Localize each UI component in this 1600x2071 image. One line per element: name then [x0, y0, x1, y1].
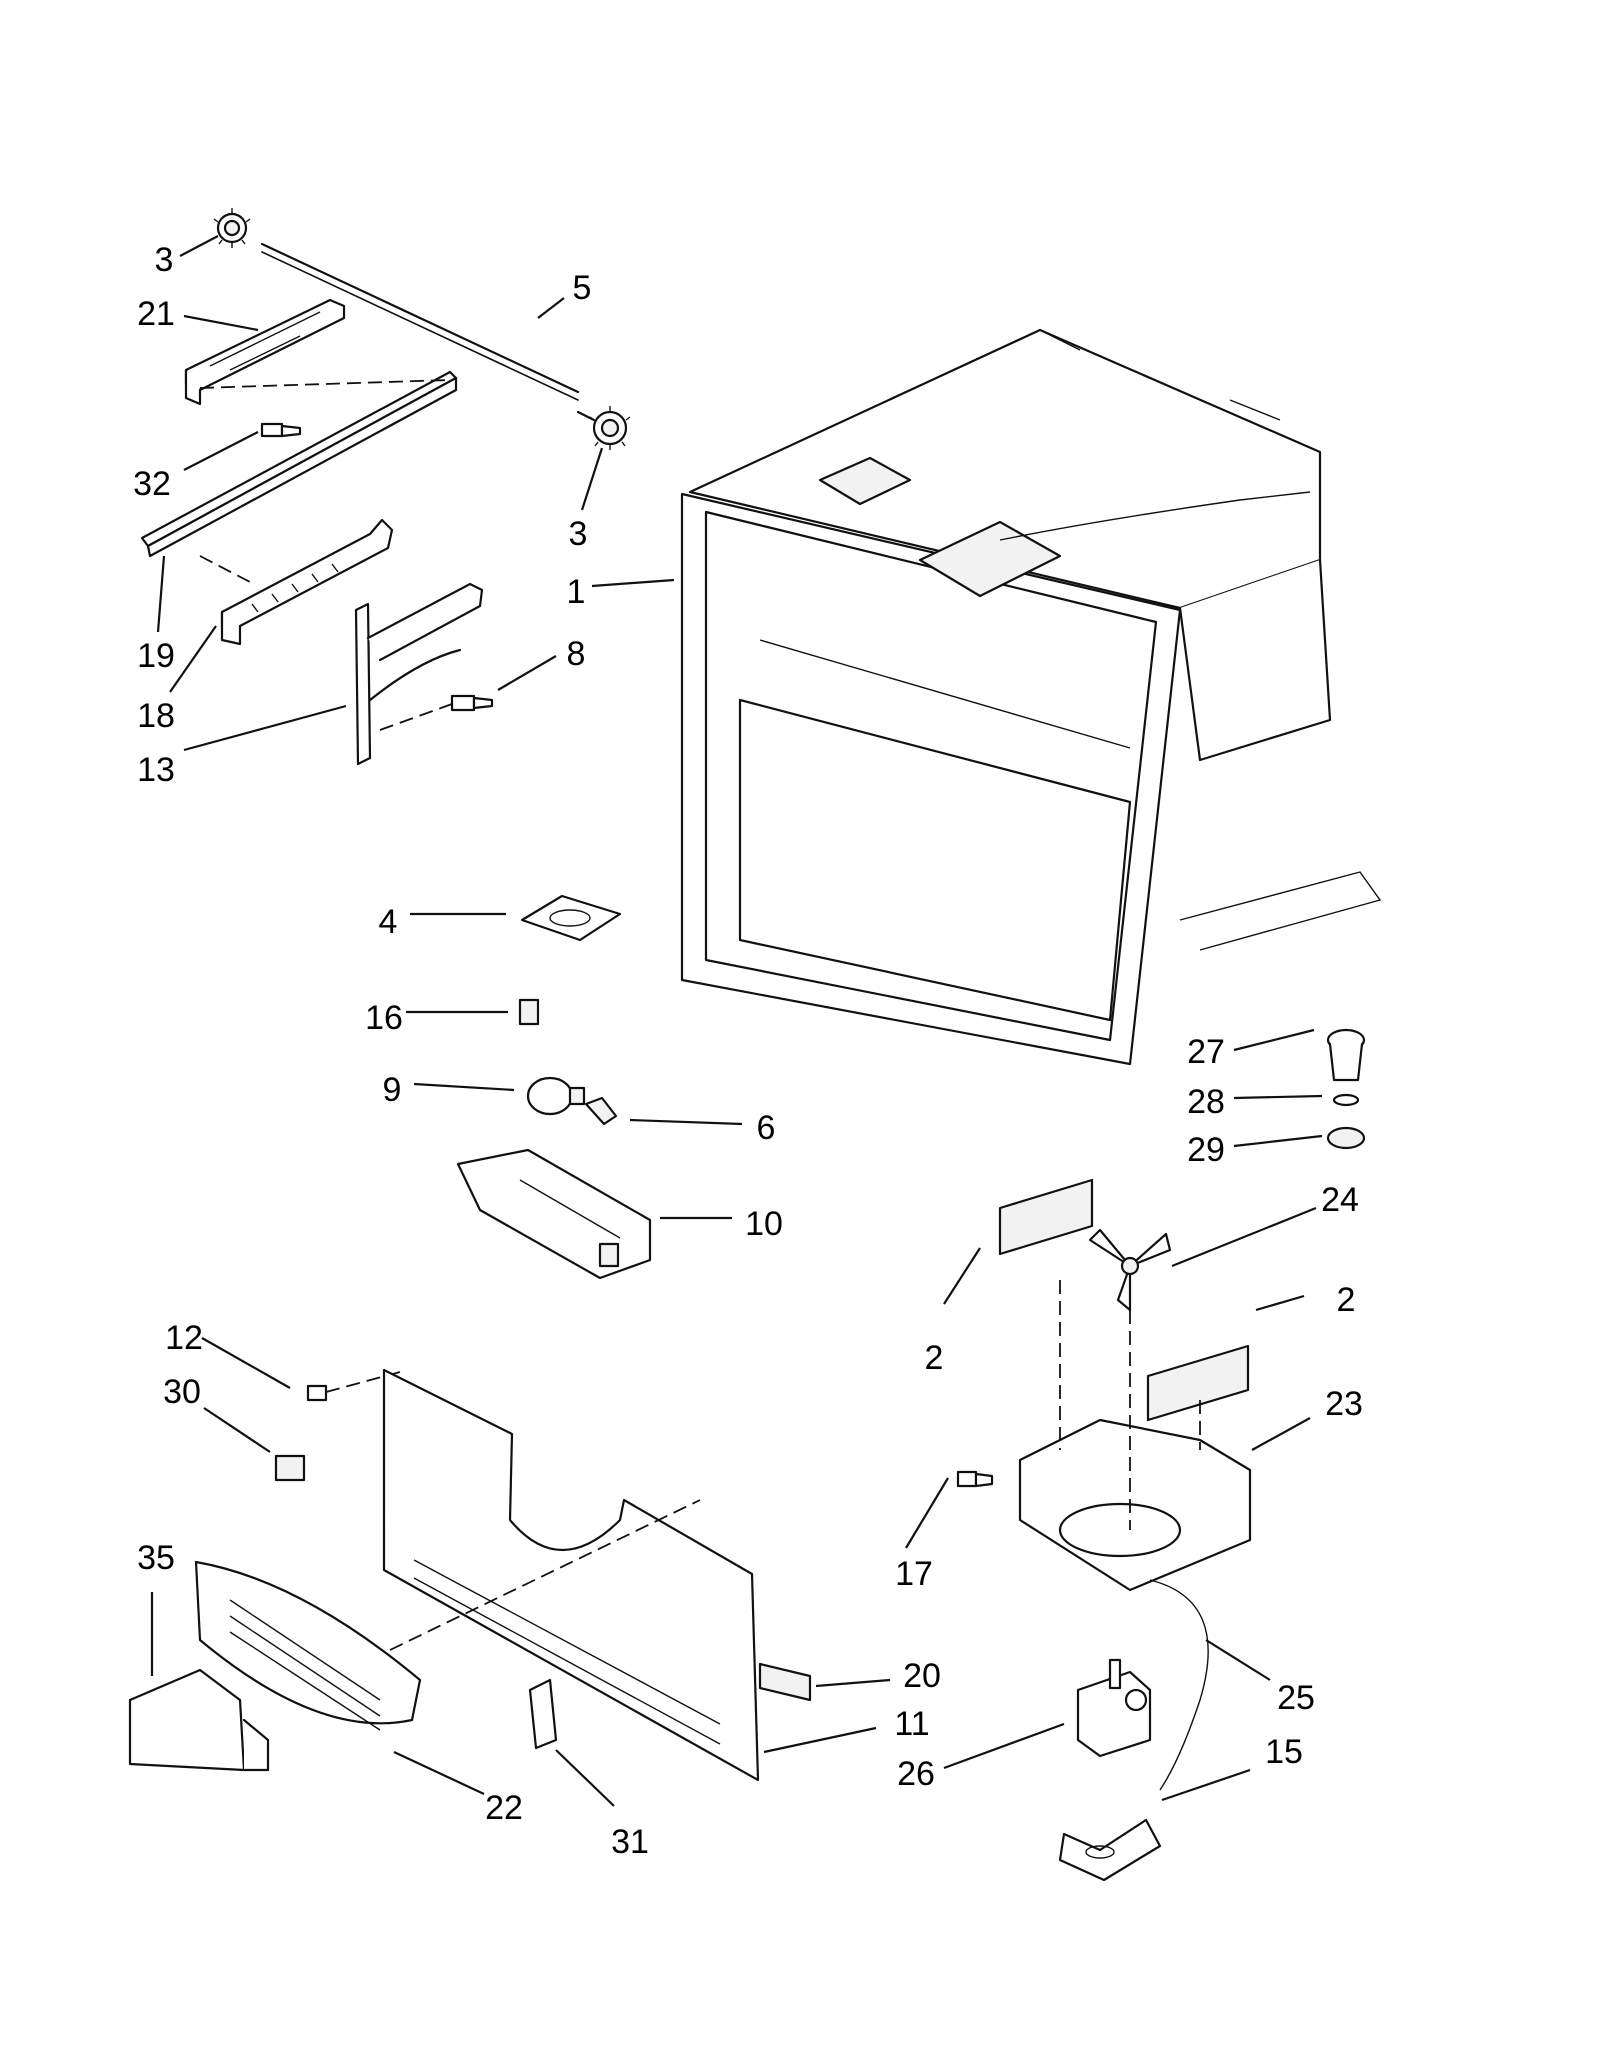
callout-1: 1	[567, 573, 586, 611]
clip-part	[528, 1678, 558, 1750]
callout-17: 17	[895, 1555, 933, 1593]
gear-second-part	[576, 406, 631, 450]
callout-labels: 3 21 5 32 3 19 1 18 8 13 4 16 9 6 10 27 …	[133, 241, 1363, 1861]
callout-2-right: 2	[1337, 1281, 1356, 1319]
wire-harness-part	[1149, 1579, 1209, 1791]
callout-21: 21	[137, 295, 175, 333]
gear-top-part	[213, 208, 251, 248]
callout-19: 19	[137, 637, 175, 675]
switch-part	[518, 998, 540, 1026]
callout-8: 8	[567, 635, 586, 673]
screw-32-part	[260, 422, 302, 438]
callout-18: 18	[137, 697, 175, 735]
light-housing-part	[456, 1148, 652, 1280]
foam-strip-part	[758, 1662, 812, 1702]
socket-part	[584, 1096, 618, 1126]
callout-15: 15	[1265, 1733, 1303, 1771]
motor-bracket-part	[1058, 1818, 1162, 1882]
callout-27: 27	[1187, 1033, 1225, 1071]
insulation-upper-part	[998, 1178, 1094, 1256]
leader-lines	[150, 235, 1323, 1807]
rail-cover-part	[199, 518, 394, 646]
callout-23: 23	[1325, 1385, 1363, 1423]
slide-rail-part	[140, 370, 458, 558]
callout-13: 13	[137, 751, 175, 789]
callout-5: 5	[573, 269, 592, 307]
callout-3-top: 3	[155, 241, 174, 279]
callout-3-second: 3	[569, 515, 588, 553]
callout-30: 30	[163, 1373, 201, 1411]
screw-8-part	[379, 694, 494, 731]
fan-shroud-part	[1018, 1280, 1252, 1592]
bulb-part	[526, 1076, 586, 1116]
rod-part	[260, 242, 580, 401]
callout-29: 29	[1187, 1131, 1225, 1169]
grommet-part	[1326, 1126, 1366, 1150]
evaporator-cover-part	[382, 1368, 760, 1782]
callout-25: 25	[1277, 1679, 1315, 1717]
callout-35: 35	[137, 1539, 175, 1577]
drain-part	[1326, 1028, 1366, 1082]
callout-6: 6	[757, 1109, 776, 1147]
callout-26: 26	[897, 1755, 935, 1793]
callout-20: 20	[903, 1657, 941, 1695]
insulation-lower-part	[1146, 1344, 1250, 1422]
fan-blade-part	[1088, 1228, 1172, 1312]
callout-28: 28	[1187, 1083, 1225, 1121]
callout-10: 10	[745, 1205, 783, 1243]
fan-motor-part	[1076, 1658, 1152, 1758]
vent-cover-part	[128, 1668, 270, 1772]
screw-17-part	[956, 1470, 994, 1488]
callout-16: 16	[365, 999, 403, 1037]
callout-4: 4	[379, 903, 398, 941]
callout-32: 32	[133, 465, 171, 503]
callout-31: 31	[611, 1823, 649, 1861]
bracket-13-part	[354, 582, 484, 766]
slide-bracket-part	[184, 298, 346, 406]
callout-2-left: 2	[925, 1339, 944, 1377]
washer-part	[1332, 1093, 1360, 1107]
liner-part	[680, 328, 1382, 1066]
cover-4-part	[520, 894, 622, 942]
callout-12: 12	[165, 1319, 203, 1357]
callout-11: 11	[894, 1705, 929, 1743]
callout-24: 24	[1321, 1181, 1359, 1219]
callout-22: 22	[485, 1789, 523, 1827]
callout-9: 9	[383, 1071, 402, 1109]
thermistor-part	[274, 1454, 306, 1482]
grille-part	[194, 1560, 422, 1731]
